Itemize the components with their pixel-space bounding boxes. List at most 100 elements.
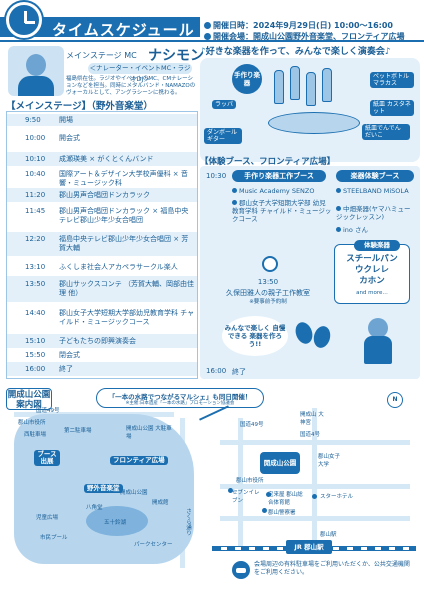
- inset-label: 郡山女子大学: [318, 454, 341, 468]
- map-label: 国道49号: [36, 408, 60, 414]
- road: [220, 516, 410, 521]
- banner-text: 好きな楽器を作って、みんなで楽しく演奏会: [205, 47, 385, 57]
- road: [312, 408, 317, 550]
- map-label: 市民プール: [40, 535, 68, 541]
- child-illustration-head: [368, 318, 388, 338]
- car-icon: [232, 561, 250, 579]
- schedule-event: 郡山サックスコンテ （芳賀大輔、岡部由佳理 他）: [59, 280, 195, 297]
- mc-photo-head: [26, 54, 46, 76]
- bottle-icon: [290, 66, 300, 100]
- schedule-row: 16:00 終了: [7, 362, 197, 376]
- mc-badge: ＜ナレーター・イベントMC・ラジオDJ＞: [88, 63, 192, 83]
- mc-role: メインステージ MC: [66, 51, 137, 60]
- workshop-item-text: Music Academy SENZO: [239, 187, 315, 195]
- experience-item-text: 中畑楽器(ヤマハミュージックレッスン): [336, 205, 411, 221]
- bottle-icon: [306, 72, 316, 106]
- schedule-time: 10:40: [25, 170, 46, 178]
- event-info: 開催日時：2024年9月29日(日) 10:00〜16:00 開催会場：開成山公…: [204, 20, 405, 42]
- map-label: 開成館: [152, 500, 169, 506]
- schedule-time: 11:20: [25, 191, 46, 199]
- experience-item-text: STEELBAND MiSOLA: [343, 187, 409, 195]
- inset-label: 郡山警察署: [268, 510, 296, 516]
- schedule-time: 15:10: [25, 337, 46, 345]
- parent-class-note: ※要事前予約制: [249, 299, 287, 305]
- schedule-row: 11:20 郡山男声合唱団ドンカラック: [7, 188, 197, 202]
- paper-plate-icon: [268, 112, 360, 134]
- location-pin-icon: [312, 494, 317, 499]
- schedule-row: 9:50 開場: [7, 114, 197, 126]
- bullet-icon: [336, 188, 341, 193]
- schedule-row: 11:45 郡山男声合唱団ドンカラック × 福島中央テレビ郡山少年少女合唱団: [7, 204, 197, 230]
- schedule-event: 郡山男声合唱団ドンカラック: [59, 191, 150, 199]
- experience-instrument-box: [334, 244, 410, 304]
- schedule-time: 12:20: [25, 235, 46, 243]
- road: [220, 484, 410, 489]
- instrument-banner: ♪好きな楽器を作って、みんなで楽しく演奏会♪: [200, 44, 391, 57]
- experience-instrument: ウクレレ: [354, 265, 389, 275]
- map-label: パークセンター: [134, 542, 173, 548]
- main-stage-title: 【メインステージ】（野外音楽堂）: [6, 101, 153, 112]
- experience-instrument-list: スチールパン ウクレレ カホン: [336, 254, 408, 287]
- schedule-row: 13:50 郡山サックスコンテ （芳賀大輔、岡部由佳理 他）: [7, 276, 197, 302]
- label-plate-castanet: 紙皿 カスタネット: [370, 100, 414, 116]
- schedule-time: 11:45: [25, 207, 46, 215]
- workshop-item: 郡山女子大学短期大学部 幼児教育学科 チャイルド・ミュージックコース: [232, 199, 332, 223]
- parent-class-time: 13:50: [257, 278, 279, 286]
- clock-icon: [6, 2, 42, 38]
- map-label: 開成山公園: [120, 490, 148, 496]
- schedule-time: 10:10: [25, 155, 46, 163]
- event-venue: 開催会場：開成山公園野外音楽堂、フロンティア広場: [213, 32, 405, 41]
- schedule-time: 9:50: [25, 116, 41, 124]
- handmade-instrument-label: 手作り楽器: [232, 64, 262, 94]
- parent-class-name: 久保田雅人の親子工作教室: [226, 289, 310, 297]
- road: [220, 440, 410, 445]
- marche-sub: ※主催:日本遺産「一本の水路」プロモーション協議会: [125, 401, 235, 406]
- location-pin-icon: [228, 488, 233, 493]
- inset-label: スターホテル: [320, 494, 354, 500]
- page-title: タイムスケジュール: [52, 21, 195, 39]
- bullet-icon: [336, 206, 341, 211]
- schedule-event: 開会式: [59, 134, 80, 142]
- workshop-item-text: 郡山女子大学短期大学部 幼児教育学科 チャイルド・ミュージックコース: [232, 199, 332, 223]
- schedule-event: 開場: [59, 116, 73, 124]
- speech-bubble: みんなで楽しく 自慢できる 楽器を作ろう!!: [222, 316, 288, 356]
- map-label: 八角堂: [86, 505, 103, 511]
- workshop-booth-header: 手作り楽器工作ブース: [232, 170, 326, 182]
- header-divider: [0, 40, 424, 42]
- schedule-time: 16:00: [25, 365, 46, 373]
- schedule-time: 13:50: [25, 280, 46, 288]
- map-label: 第二駐車場: [64, 428, 92, 434]
- schedule-event: 終了: [59, 365, 73, 373]
- map-title: 開成山公園 案内図: [6, 388, 52, 410]
- schedule-time: 14:40: [25, 309, 46, 317]
- inset-label: 国道49号: [240, 422, 264, 428]
- location-pin-icon: [262, 508, 267, 513]
- label-trumpet: ラッパ: [212, 100, 237, 109]
- booth-start-time: 10:30: [206, 172, 227, 180]
- bullet-icon: [336, 227, 341, 232]
- inset-label: セブンイレブン: [232, 490, 260, 504]
- lake: [86, 506, 148, 536]
- experience-instrument-header: 体験楽器: [354, 240, 400, 251]
- frontier-square-marker: フロンティア広場: [110, 456, 168, 465]
- workshop-item: Music Academy SENZO: [232, 187, 332, 195]
- child-illustration-body: [364, 336, 392, 364]
- music-note-icon: ♪: [200, 47, 206, 57]
- map-label: 郡山市役所: [18, 420, 46, 426]
- outdoor-stage-marker: 野外音楽堂: [84, 484, 123, 493]
- experience-more: and more…: [356, 290, 388, 296]
- booth-marker: ブース 出展: [34, 450, 60, 466]
- experience-item: 中畑楽器(ヤマハミュージックレッスン): [336, 205, 414, 221]
- map-label: 西駐車場: [24, 432, 47, 438]
- map-label: 児童広場: [36, 515, 59, 521]
- mc-description: 福島県在住。ラジオやイベントのMC、CMナレーションなどを担当。同時にメタルバン…: [66, 76, 196, 96]
- schedule-event: 郡山男声合唱団ドンカラック × 福島中央テレビ郡山少年少女合唱団: [59, 207, 189, 224]
- schedule-event: 閉会式: [59, 351, 80, 359]
